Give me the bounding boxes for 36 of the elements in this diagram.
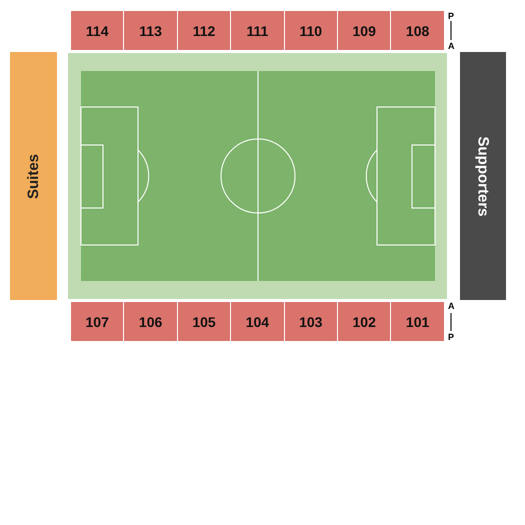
seating-section — [71, 11, 124, 50]
seating-section — [391, 11, 444, 50]
section-label: 111 — [246, 22, 268, 38]
section-label: 102 — [352, 314, 376, 330]
section-label: 106 — [138, 314, 162, 330]
aisle-marker: A — [448, 42, 454, 51]
supporters-section — [460, 52, 506, 300]
seating-section — [124, 11, 177, 50]
section-label: 105 — [192, 314, 216, 330]
aisle-marker: P — [448, 12, 454, 21]
section-label: 112 — [192, 22, 216, 38]
seating-section — [338, 302, 390, 341]
seating-section — [178, 11, 230, 50]
section-label: 113 — [139, 22, 162, 38]
suites-section — [10, 52, 57, 300]
seating-section — [231, 11, 284, 50]
section-label: Supporters — [474, 136, 492, 216]
section-label: Suites — [25, 154, 42, 198]
seating-section — [124, 302, 177, 341]
seating-section — [231, 302, 284, 341]
section-label: 103 — [299, 314, 322, 330]
aisle-marker: P — [448, 333, 454, 342]
seating-section — [338, 11, 390, 50]
seating-section — [71, 302, 124, 341]
seating-section — [284, 11, 337, 50]
section-label: 107 — [86, 314, 109, 330]
section-label: 114 — [86, 22, 108, 38]
seating-section — [391, 302, 444, 341]
seating-section — [284, 302, 337, 341]
aisle-marker: A — [448, 302, 454, 311]
section-label: 104 — [246, 314, 270, 330]
section-label: 101 — [406, 314, 430, 330]
section-label: 110 — [299, 22, 322, 38]
seating-section — [178, 302, 230, 341]
section-label: 108 — [406, 22, 430, 38]
section-label: 109 — [352, 22, 376, 38]
